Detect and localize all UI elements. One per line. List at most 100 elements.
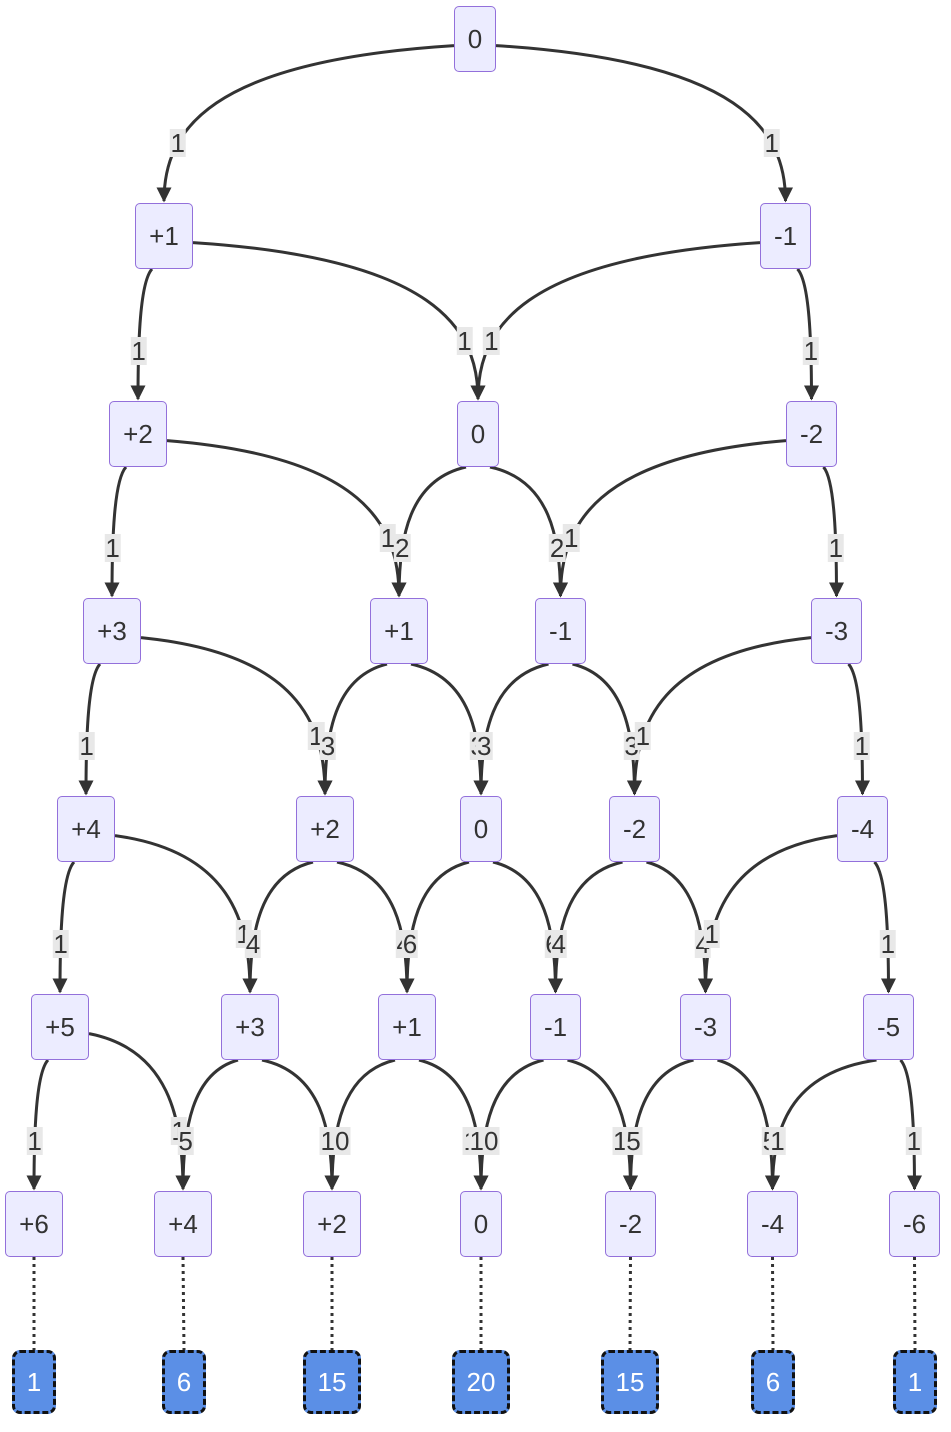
edge-label: 1 xyxy=(130,335,147,366)
edge-label: 1 xyxy=(379,523,397,554)
tree-node: -2 xyxy=(786,401,837,467)
edge xyxy=(473,662,549,796)
edge xyxy=(324,1058,396,1191)
edge-label: 1 xyxy=(703,919,720,950)
tree-node: +1 xyxy=(135,203,193,269)
edge-label: 1 xyxy=(769,1126,786,1157)
edge-label: 1 xyxy=(78,730,95,761)
edge-label: 1 xyxy=(802,335,820,366)
edge xyxy=(166,439,407,598)
edge xyxy=(847,662,870,796)
edge-label: 1 xyxy=(763,128,781,159)
edge-label: 1 xyxy=(483,326,500,357)
edge-label: 1 xyxy=(879,928,897,959)
tree-node: -1 xyxy=(535,598,586,664)
tree-node: 0 xyxy=(454,6,496,72)
edge-label: 1 xyxy=(104,533,121,564)
tree-node: -3 xyxy=(680,994,731,1060)
tree-node: 0 xyxy=(460,796,502,862)
result-connector xyxy=(913,1256,917,1351)
edge xyxy=(391,465,467,598)
edge xyxy=(698,834,838,994)
tree-node: +6 xyxy=(5,1191,63,1257)
edge xyxy=(175,1058,239,1191)
edge-label: 1 xyxy=(905,1126,923,1157)
edge-label: 1 xyxy=(26,1126,43,1157)
edge xyxy=(553,439,787,598)
edge xyxy=(399,860,470,994)
tree-node: +3 xyxy=(83,598,141,664)
edge xyxy=(52,860,76,994)
edge-label: 6 xyxy=(401,928,419,959)
edge xyxy=(623,1058,694,1191)
edge xyxy=(796,267,819,401)
edge xyxy=(317,662,388,796)
edge xyxy=(489,465,568,598)
edge xyxy=(899,1058,922,1191)
result-connector xyxy=(771,1256,775,1351)
tree-node: +2 xyxy=(296,796,354,862)
result-node: 15 xyxy=(601,1350,659,1414)
edge-label: 1 xyxy=(169,128,186,159)
tree-node: 0 xyxy=(460,1191,502,1257)
tree-node: -5 xyxy=(863,994,914,1060)
tree-node: -1 xyxy=(530,994,581,1060)
edge xyxy=(572,662,642,796)
edge-label: 1 xyxy=(853,730,871,761)
edge xyxy=(765,1058,877,1191)
tree-node: 0 xyxy=(457,401,499,467)
edge xyxy=(88,1032,191,1191)
tree-node: +2 xyxy=(303,1191,361,1257)
edge-label: 3 xyxy=(319,730,337,761)
edge xyxy=(192,241,486,401)
edge xyxy=(873,860,896,994)
edge xyxy=(336,860,415,994)
edge-label: 1 xyxy=(456,326,473,357)
edge xyxy=(140,636,333,796)
edge xyxy=(26,1058,50,1191)
tree-node: +2 xyxy=(109,401,167,467)
edge xyxy=(822,466,844,598)
result-connector xyxy=(181,1256,186,1351)
result-node: 1 xyxy=(893,1350,937,1414)
result-node: 1 xyxy=(12,1350,56,1414)
edge xyxy=(492,860,563,994)
tree-node: -4 xyxy=(837,796,888,862)
tree-node: +4 xyxy=(57,796,115,862)
edge-label: 4 xyxy=(244,928,262,959)
edge xyxy=(567,1058,638,1191)
result-connector xyxy=(628,1256,632,1351)
edge xyxy=(410,662,489,796)
edge xyxy=(78,662,102,796)
edge-label: 1 xyxy=(634,721,652,752)
tree-node: -6 xyxy=(889,1191,940,1257)
edge-label: 10 xyxy=(319,1126,351,1157)
edge xyxy=(242,860,314,994)
edge-label: 1 xyxy=(827,533,845,564)
edge xyxy=(418,1058,489,1191)
edge xyxy=(261,1058,340,1191)
tree-node: +5 xyxy=(31,994,89,1060)
edge xyxy=(646,860,713,994)
result-node: 6 xyxy=(751,1350,795,1414)
edge xyxy=(130,267,154,401)
edge xyxy=(470,241,761,401)
edge-label: 5 xyxy=(625,1126,642,1157)
edge xyxy=(114,834,258,994)
edge-label: 1 xyxy=(562,523,580,554)
edge xyxy=(473,1058,544,1191)
tree-node: +3 xyxy=(221,994,279,1060)
edge xyxy=(495,44,793,203)
tree-node: +4 xyxy=(154,1191,212,1257)
edge-label: 1 xyxy=(52,928,69,959)
tree-node: -4 xyxy=(747,1191,798,1257)
result-node: 15 xyxy=(303,1350,361,1414)
tree-node: -2 xyxy=(605,1191,656,1257)
edge-label: 2 xyxy=(393,533,411,564)
tree-node: -1 xyxy=(760,203,811,269)
edge-label: 2 xyxy=(548,533,566,564)
edge xyxy=(627,636,812,796)
tree-node: -2 xyxy=(609,796,660,862)
